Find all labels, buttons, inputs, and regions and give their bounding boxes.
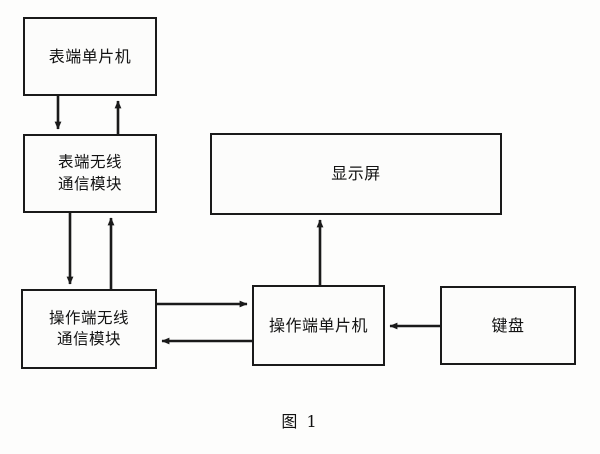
node-operator-mcu[interactable]: 操作端单片机: [252, 285, 385, 366]
node-operator-wireless-module-label: 操作端无线 通信模块: [48, 308, 129, 348]
figure-caption: 图 1: [281, 412, 319, 431]
node-meter-mcu[interactable]: 表端单片机: [23, 17, 157, 96]
node-meter-wireless-module-label: 表端无线 通信模块: [57, 153, 122, 193]
node-operator-wireless-module[interactable]: 操作端无线 通信模块: [21, 289, 157, 369]
node-keyboard-label: 键盘: [491, 315, 525, 335]
node-meter-mcu-label: 表端单片机: [48, 46, 132, 66]
node-keyboard[interactable]: 键盘: [440, 286, 576, 365]
node-display-screen-label: 显示屏: [331, 164, 381, 184]
node-meter-wireless-module[interactable]: 表端无线 通信模块: [23, 134, 157, 213]
node-operator-mcu-label: 操作端单片机: [268, 315, 368, 335]
node-display-screen[interactable]: 显示屏: [210, 133, 502, 215]
